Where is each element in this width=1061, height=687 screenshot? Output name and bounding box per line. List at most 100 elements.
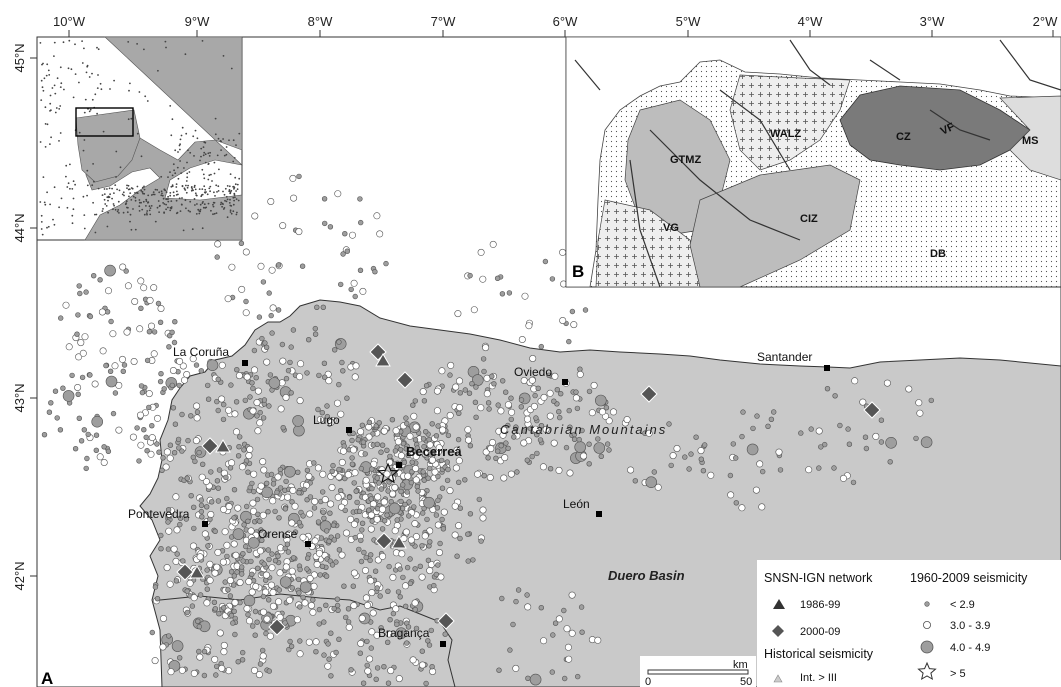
seismic-event xyxy=(198,368,205,374)
seismic-event xyxy=(666,421,672,427)
seismic-event xyxy=(79,349,87,357)
seismic-event xyxy=(439,485,446,491)
seismic-event xyxy=(258,527,264,533)
seismic-event xyxy=(429,421,435,427)
seismic-event xyxy=(291,502,299,510)
seismic-event xyxy=(41,432,48,438)
seismic-event xyxy=(566,407,572,414)
inset-event xyxy=(147,194,150,197)
legend-dot-small-icon xyxy=(924,601,930,607)
seismic-event xyxy=(406,499,412,505)
lon-tick: 6°W xyxy=(553,14,578,29)
seismic-event xyxy=(162,463,170,471)
seismic-event xyxy=(508,408,516,416)
inset-event xyxy=(146,213,148,216)
seismic-event xyxy=(212,528,218,534)
seismic-event xyxy=(361,566,369,574)
inset-event xyxy=(169,171,171,174)
seismic-event xyxy=(424,516,430,523)
seismic-event xyxy=(359,527,365,533)
seismic-event xyxy=(268,266,276,274)
seismic-event xyxy=(590,381,598,389)
seismic-event xyxy=(373,515,381,523)
seismic-event xyxy=(385,488,391,494)
seismic-event xyxy=(756,460,764,468)
inset-event xyxy=(187,149,189,152)
seismic-event xyxy=(266,403,272,409)
inset-event xyxy=(158,211,161,214)
inset-event xyxy=(72,96,75,99)
inset-event xyxy=(156,206,159,209)
inset-event xyxy=(91,184,94,187)
seismic-event xyxy=(579,427,585,434)
seismic-event xyxy=(497,407,505,415)
seismic-event xyxy=(184,588,190,594)
inset-event xyxy=(83,47,85,50)
inset-event xyxy=(207,202,210,205)
legend-network-title: SNSN-IGN network xyxy=(764,571,873,585)
seismic-event xyxy=(313,648,319,655)
station-2000-09 xyxy=(640,385,658,403)
seismic-event xyxy=(510,621,516,628)
seismic-event xyxy=(457,535,463,542)
seismic-event xyxy=(218,395,226,403)
seismic-event xyxy=(378,449,384,455)
seismic-event xyxy=(146,296,154,304)
seismic-event xyxy=(434,505,441,511)
seismic-event xyxy=(368,645,374,651)
seismic-event xyxy=(358,537,364,544)
seismic-event xyxy=(496,667,502,673)
inset-event xyxy=(102,208,104,210)
seismic-event xyxy=(815,427,823,435)
inset-event xyxy=(203,203,206,206)
seismic-event xyxy=(214,548,222,556)
seismic-event xyxy=(386,563,392,570)
seismic-event xyxy=(561,675,568,682)
seismic-event xyxy=(299,581,312,594)
seismic-event xyxy=(368,589,376,597)
seismic-event xyxy=(266,632,274,640)
inset-event xyxy=(129,213,132,216)
seismic-event xyxy=(507,470,515,478)
seismic-event xyxy=(296,519,303,526)
seismic-event xyxy=(212,606,219,612)
inset-event xyxy=(221,205,224,208)
inset-event xyxy=(181,197,183,199)
seismic-event xyxy=(606,447,612,453)
seismic-event xyxy=(334,190,342,198)
seismic-event xyxy=(150,350,158,358)
seismic-event xyxy=(105,375,118,388)
seismic-event xyxy=(196,653,204,661)
seismic-event xyxy=(514,469,520,475)
city-oviedo: Oviedo xyxy=(514,365,552,379)
seismic-event xyxy=(401,582,409,590)
seismic-event xyxy=(551,398,557,404)
inset-event xyxy=(185,207,187,210)
inset-event xyxy=(53,223,56,226)
inset-event xyxy=(82,149,85,152)
inset-event xyxy=(97,74,99,76)
seismic-event xyxy=(245,452,253,460)
inset-event xyxy=(127,188,130,191)
inset-event xyxy=(236,211,238,214)
inset-event xyxy=(89,108,92,111)
station-2000-09 xyxy=(375,532,393,550)
inset-event xyxy=(46,123,49,126)
seismic-event xyxy=(75,391,81,397)
seismic-event xyxy=(231,515,237,521)
seismic-event xyxy=(398,498,404,505)
seismic-event xyxy=(538,343,544,350)
seismic-event xyxy=(235,658,241,665)
seismic-event xyxy=(384,447,390,453)
seismic-event xyxy=(159,643,167,651)
seismic-event xyxy=(403,603,409,609)
seismic-event xyxy=(770,409,777,415)
seismic-event xyxy=(220,648,228,656)
seismic-event xyxy=(533,415,539,421)
inset-event xyxy=(126,206,128,209)
inset-event xyxy=(129,192,132,195)
seismic-event xyxy=(412,606,418,613)
seismic-event xyxy=(245,611,251,618)
seismic-event xyxy=(546,412,554,420)
